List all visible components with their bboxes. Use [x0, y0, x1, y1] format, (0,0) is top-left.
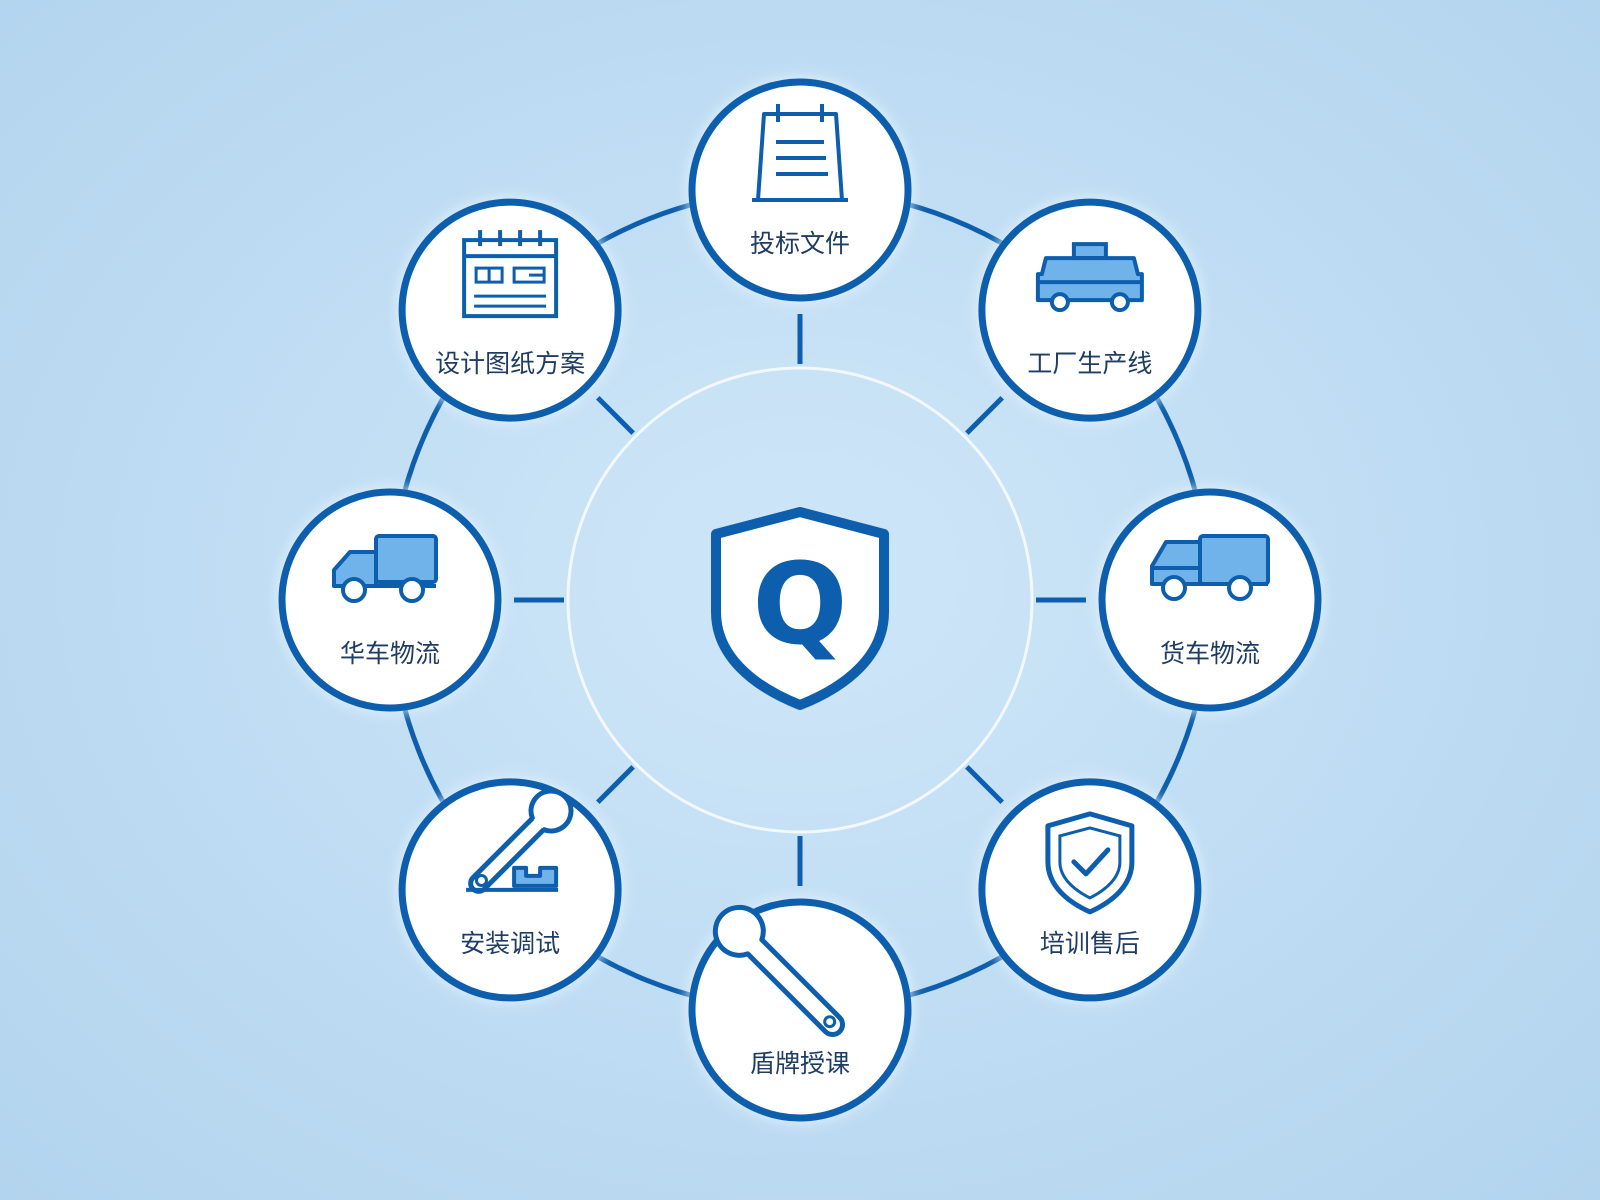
- shield-q-icon: [711, 507, 889, 710]
- spoke-6: [595, 765, 635, 805]
- spoke-8: [595, 395, 635, 435]
- truck-icon: [1150, 534, 1270, 601]
- node-2: 工厂生产线: [977, 198, 1202, 423]
- node-1: 投标文件: [688, 78, 912, 302]
- center-letter: Q: [752, 540, 847, 670]
- node-5: 盾牌授课: [688, 898, 912, 1122]
- node-label: 安装调试: [460, 929, 560, 958]
- node-label: 培训售后: [1040, 929, 1140, 958]
- node-circle: [278, 488, 502, 712]
- spoke-2: [965, 395, 1005, 435]
- spoke-4: [965, 765, 1005, 805]
- node-label: 华车物流: [340, 639, 440, 668]
- node-8: 设计图纸方案: [398, 198, 623, 423]
- node-circle: [978, 198, 1202, 422]
- node-label: 盾牌授课: [750, 1049, 850, 1078]
- wrench-tool-icon: [466, 788, 574, 894]
- wrench-icon: [712, 904, 846, 1038]
- node-label: 投标文件: [750, 229, 850, 258]
- document-icon: [752, 104, 848, 202]
- node-6: 安装调试: [398, 777, 623, 1002]
- node-3: 货车物流: [1098, 488, 1322, 712]
- node-label: 设计图纸方案: [435, 349, 585, 378]
- node-7: 华车物流: [278, 488, 502, 712]
- center-shield: Q: [711, 507, 889, 710]
- blueprint-icon: [462, 230, 559, 319]
- node-label: 货车物流: [1160, 639, 1260, 668]
- delivery-truck-icon: [332, 534, 438, 603]
- shield-check-icon: [1045, 811, 1135, 915]
- node-4: 培训售后: [977, 777, 1202, 1002]
- node-circle: [1098, 488, 1322, 712]
- spoke-connectors: [514, 314, 1086, 886]
- inner-ring: [566, 366, 1034, 834]
- node-label: 工厂生产线: [1027, 349, 1152, 378]
- production-line-icon: [1035, 242, 1144, 313]
